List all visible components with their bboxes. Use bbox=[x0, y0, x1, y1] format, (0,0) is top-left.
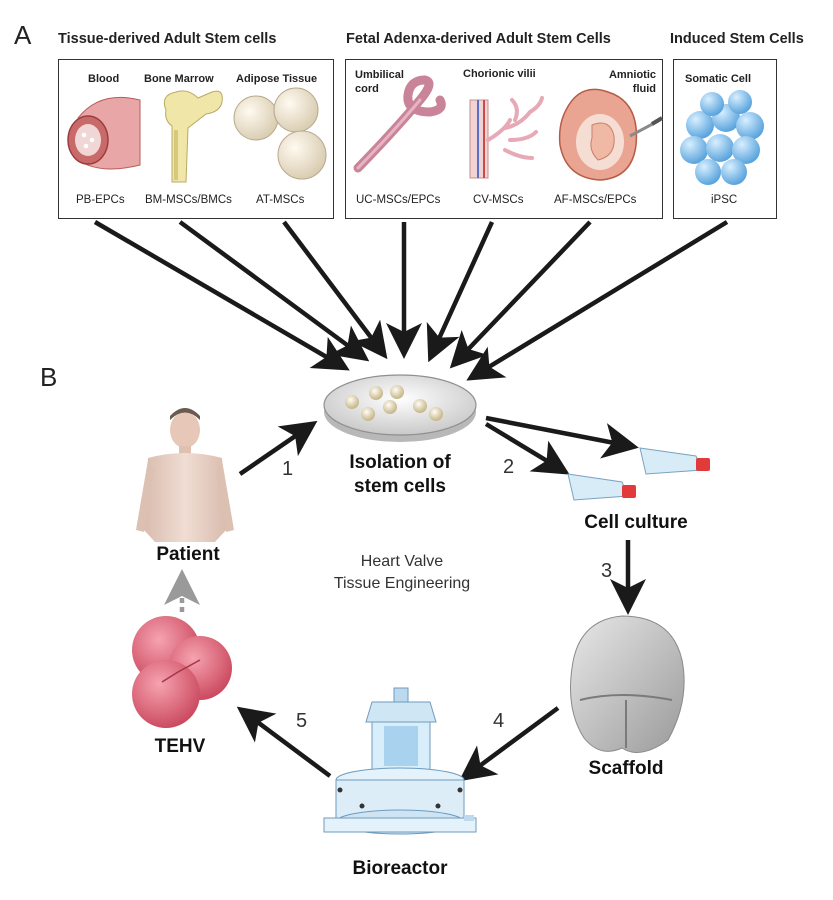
source-abbr-ipsc: iPSC bbox=[711, 194, 738, 206]
group-title-fetal-adnexa: Fetal Adenxa-derived Adult Stem Cells bbox=[346, 31, 611, 47]
source-abbr-cv-mscs: CV-MSCs bbox=[473, 194, 524, 206]
group-title-induced: Induced Stem Cells bbox=[670, 31, 804, 47]
panel-letter-b: B bbox=[40, 362, 58, 392]
patient-illustration bbox=[136, 408, 234, 542]
step-number-5: 5 bbox=[296, 710, 308, 732]
source-label-somatic: Somatic Cell bbox=[685, 73, 752, 85]
source-label-umbilical: Umbilical cord bbox=[355, 69, 404, 95]
source-abbr-pb-epcs: PB-EPCs bbox=[76, 194, 125, 206]
source-label-blood: Blood bbox=[88, 73, 120, 85]
arrow-step-4 bbox=[458, 706, 560, 782]
panel-letter-a: A bbox=[14, 20, 32, 50]
tehv-illustration bbox=[132, 616, 232, 728]
bioreactor-illustration bbox=[323, 687, 477, 835]
label-isolation-line1: Isolation of bbox=[349, 452, 451, 473]
arrow-step-5 bbox=[236, 706, 332, 778]
source-abbr-at-mscs: AT-MSCs bbox=[256, 194, 305, 206]
scaffold-illustration bbox=[570, 615, 685, 753]
label-bioreactor: Bioreactor bbox=[352, 858, 448, 879]
step-number-1: 1 bbox=[282, 458, 294, 480]
converging-arrows bbox=[93, 220, 729, 381]
source-label-amniotic: Amniotic fluid bbox=[608, 69, 656, 95]
chorionic-villi-illustration bbox=[469, 96, 544, 179]
label-patient: Patient bbox=[156, 544, 220, 565]
label-scaffold: Scaffold bbox=[588, 758, 664, 779]
amniotic-illustration bbox=[558, 88, 664, 181]
source-label-chorionic: Chorionic vilii bbox=[463, 68, 536, 80]
source-label-bone-marrow: Bone Marrow bbox=[144, 73, 214, 85]
label-tehv: TEHV bbox=[154, 736, 206, 757]
source-abbr-bm-mscs: BM-MSCs/BMCs bbox=[145, 194, 232, 206]
arrow-step-2a bbox=[485, 415, 639, 459]
arrow-step-1 bbox=[238, 420, 318, 476]
step-number-4: 4 bbox=[493, 710, 505, 732]
petri-dish-illustration bbox=[323, 374, 477, 442]
source-abbr-af-mscs: AF-MSCs/EPCs bbox=[554, 194, 637, 206]
arrow-step-2b bbox=[484, 422, 570, 475]
source-abbr-uc-mscs: UC-MSCs/EPCs bbox=[356, 194, 441, 206]
culture-flask-1 bbox=[567, 473, 636, 501]
label-cell-culture: Cell culture bbox=[584, 512, 688, 533]
step-number-2: 2 bbox=[503, 456, 515, 478]
center-title-line2: Tissue Engineering bbox=[333, 575, 471, 592]
blood-vessel-illustration bbox=[67, 96, 141, 170]
culture-flask-2 bbox=[639, 447, 710, 475]
adipose-illustration bbox=[233, 87, 327, 180]
source-label-adipose: Adipose Tissue bbox=[236, 73, 318, 85]
label-isolation-line2: stem cells bbox=[354, 476, 446, 497]
ipsc-cluster-illustration bbox=[680, 90, 764, 185]
center-title-line1: Heart Valve bbox=[360, 553, 444, 570]
bone-marrow-illustration bbox=[163, 90, 223, 183]
step-number-3: 3 bbox=[601, 560, 613, 582]
group-title-tissue-derived: Tissue-derived Adult Stem cells bbox=[58, 31, 277, 47]
umbilical-cord-illustration bbox=[353, 75, 446, 173]
